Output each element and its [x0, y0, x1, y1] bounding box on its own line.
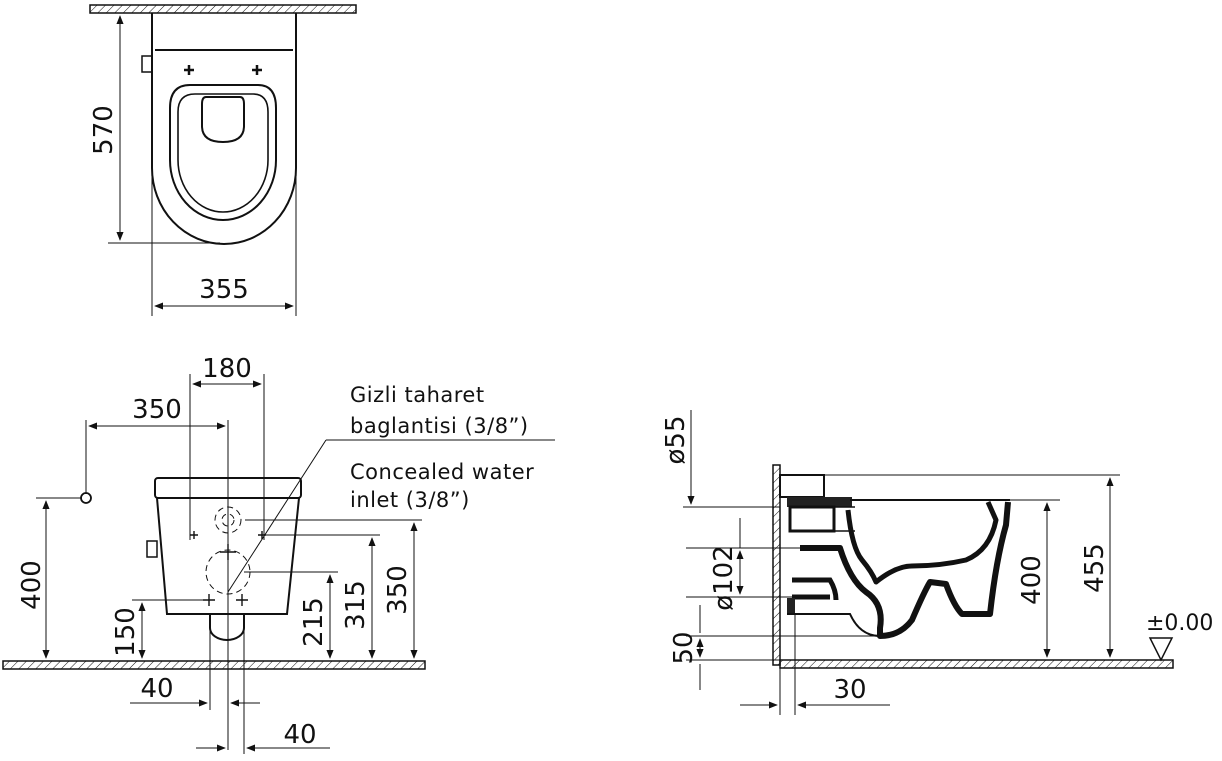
top-depth-label: 570	[89, 105, 119, 155]
top-fixing-hole-left	[184, 65, 194, 75]
front-water-inlet-circle	[80, 492, 92, 504]
top-bowl-outline	[151, 13, 297, 245]
side-dim-d55-label: ø55	[661, 416, 691, 465]
top-seat-inner	[177, 93, 269, 213]
side-view: ø55 ø102 50 30 400 455 ±0.00	[661, 410, 1213, 715]
top-seat-outer	[169, 84, 277, 221]
top-bowl-opening	[201, 96, 245, 144]
floor-level-marker	[1148, 637, 1174, 662]
front-inlet-inner	[221, 513, 235, 527]
note-en-line2: inlet (3/8”)	[350, 488, 470, 512]
top-fixing-hole-right	[252, 65, 262, 75]
note-tr-line2: baglantisi (3/8”)	[350, 414, 529, 438]
front-dim-40-right-label: 40	[283, 720, 316, 750]
side-dim-d102-label: ø102	[709, 545, 739, 611]
side-dim-30-label: 30	[833, 675, 866, 705]
front-dim-40-left-label: 40	[140, 674, 173, 704]
front-floor	[2, 660, 426, 670]
top-view: 570 355	[89, 4, 357, 316]
side-bowl-inner	[845, 500, 999, 585]
side-inlet-box	[779, 474, 825, 498]
front-bowl-body	[156, 497, 300, 615]
floor-level-label: ±0.00	[1146, 611, 1213, 636]
side-wall	[772, 464, 781, 666]
side-bowl-outer	[800, 501, 1011, 639]
front-leader-line	[227, 439, 327, 593]
note-tr-line1: Gizli taharet	[350, 383, 485, 407]
front-side-button	[146, 540, 158, 558]
side-seat-hinge	[787, 497, 852, 507]
front-dim-215-label: 215	[299, 597, 329, 647]
side-floor	[779, 659, 1174, 669]
side-outlet-flange	[787, 598, 795, 614]
top-width-label: 355	[199, 275, 249, 305]
front-dim-350v-label: 350	[383, 565, 413, 615]
note-en-line1: Concealed water	[350, 460, 534, 484]
side-dim-455-label: 455	[1080, 543, 1110, 593]
front-dim-150-label: 150	[111, 607, 141, 657]
side-dim-400-label: 400	[1017, 555, 1047, 605]
front-view: 180 350 400 150 215 315 350 40 40	[2, 354, 555, 754]
side-dim-50-label: 50	[669, 631, 699, 664]
front-dim-180-label: 180	[202, 354, 252, 384]
top-wall	[89, 4, 357, 14]
front-outlet	[209, 614, 245, 641]
side-bracket	[788, 505, 836, 533]
front-dim-350h-label: 350	[132, 395, 182, 425]
front-dim-315-label: 315	[341, 580, 371, 630]
side-bowl-base	[787, 613, 881, 637]
front-dim-400-label: 400	[17, 560, 47, 610]
top-side-button	[141, 55, 153, 73]
